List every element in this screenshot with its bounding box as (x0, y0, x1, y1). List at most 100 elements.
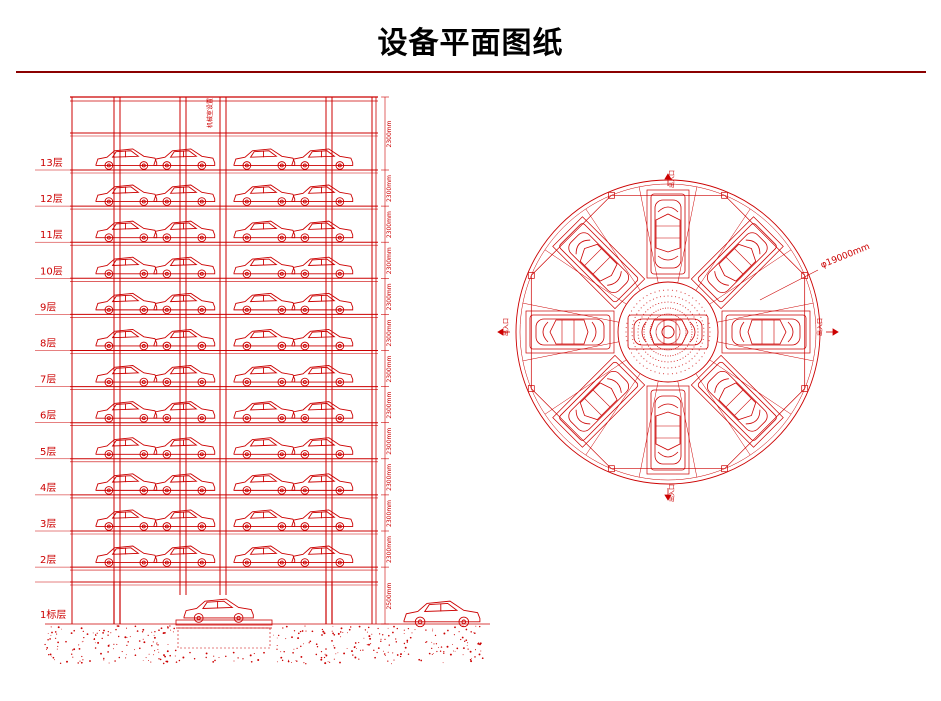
dimension-label: 2500mm (386, 582, 393, 609)
floor-label: 6层 (40, 410, 56, 422)
car-side-icon (153, 401, 216, 423)
car-top-icon (697, 361, 777, 441)
car-side-icon (233, 184, 296, 206)
parking-bay (721, 310, 811, 354)
car-top-icon (529, 314, 611, 350)
car-side-icon (95, 365, 158, 387)
dimension-label: 2300mm (386, 175, 393, 202)
car-top-icon (697, 223, 777, 303)
diameter-label: φ19000mm (819, 242, 871, 271)
radial-guide (677, 186, 698, 284)
radial-guide (638, 186, 659, 284)
floor-label: 10层 (40, 265, 63, 277)
car-side-icon (153, 256, 216, 279)
column-marker (608, 465, 615, 473)
title-divider (16, 71, 926, 73)
radial-guide (544, 249, 627, 305)
floor-label: 4层 (40, 482, 56, 494)
machine-room-label: 机械室设置 (206, 98, 214, 128)
car-side-icon (291, 220, 354, 242)
car-side-icon (95, 328, 158, 351)
car-side-icon (291, 292, 354, 315)
floor-label: 11层 (40, 229, 63, 241)
entrance-label: 出入口 (502, 318, 510, 336)
floor-label: 3层 (40, 518, 56, 530)
car-side-icon (153, 473, 216, 495)
car-side-icon (233, 401, 296, 423)
radial-guide (695, 373, 751, 456)
radial-guide (522, 341, 620, 362)
parking-bay (646, 385, 690, 475)
car-side-icon (95, 437, 158, 459)
car-side-icon (153, 292, 216, 315)
car-side-icon (291, 148, 354, 170)
car-top-icon (650, 193, 686, 275)
column-marker (721, 191, 728, 199)
turntable-hatch (625, 289, 711, 375)
car-top-icon (725, 314, 807, 350)
radial-guide (709, 359, 792, 415)
outer-ring (515, 179, 821, 485)
car-side-icon (233, 509, 296, 531)
car-side-icon (291, 437, 354, 459)
column-marker (608, 191, 615, 199)
parking-bay (525, 310, 615, 354)
floor-label: 7层 (40, 374, 56, 386)
entrance-label: 出入口 (668, 484, 676, 502)
frame-octagon (530, 194, 806, 470)
diameter-leader (759, 269, 819, 301)
floor-label: 1标层 (40, 609, 66, 621)
floor-label: 8层 (40, 338, 56, 350)
entrance-label: 出入口 (668, 170, 676, 188)
car-side-icon (95, 292, 158, 315)
car-side-icon (291, 184, 354, 206)
radial-guide (522, 302, 620, 323)
dimension-label: 2300mm (386, 500, 393, 527)
parking-bay (552, 216, 646, 310)
car-side-icon (233, 256, 296, 279)
parking-bay (690, 216, 784, 310)
car-side-icon (291, 365, 354, 387)
parking-bay (646, 189, 690, 279)
parking-bay (690, 354, 784, 448)
car-side-icon (291, 545, 354, 567)
lift-platform (175, 619, 273, 626)
radial-guide (709, 249, 792, 305)
car-side-icon (95, 148, 158, 170)
car-side-icon (291, 473, 354, 495)
car-side-icon (291, 256, 354, 279)
column-marker (721, 465, 728, 473)
car-side-icon (153, 509, 216, 531)
page-title: 设备平面图纸 (377, 26, 564, 61)
dimension-label: 2300mm (386, 319, 393, 346)
radial-guide (695, 208, 751, 291)
dimension-label: 2300mm (386, 428, 393, 455)
floor-label: 9层 (40, 301, 56, 313)
radial-guide (544, 359, 627, 415)
car-side-icon (95, 220, 158, 242)
floor-label: 13层 (40, 157, 63, 169)
car-side-icon (153, 545, 216, 567)
car-side-icon (153, 220, 216, 242)
car-side-icon (153, 148, 216, 170)
lift-pit (177, 627, 271, 649)
radial-guide (677, 380, 698, 478)
car-side-icon (233, 328, 296, 351)
car-top-icon (627, 314, 709, 350)
outer-ring-inner (519, 183, 817, 481)
radial-guide (716, 341, 814, 362)
dimension-label: 2300mm (386, 247, 393, 274)
entrance-arrow (497, 328, 510, 336)
dimension-label: 2300mm (386, 211, 393, 238)
car-side-icon (233, 148, 296, 170)
radial-guide (585, 208, 641, 291)
floor-label: 2层 (40, 554, 56, 566)
car-side-icon (291, 401, 354, 423)
car-side-icon (95, 545, 158, 567)
dimension-label: 2300mm (386, 392, 393, 419)
dimension-label: 2300mm (386, 283, 393, 310)
entrance-arrow (664, 173, 672, 186)
car-top-icon (559, 361, 639, 441)
